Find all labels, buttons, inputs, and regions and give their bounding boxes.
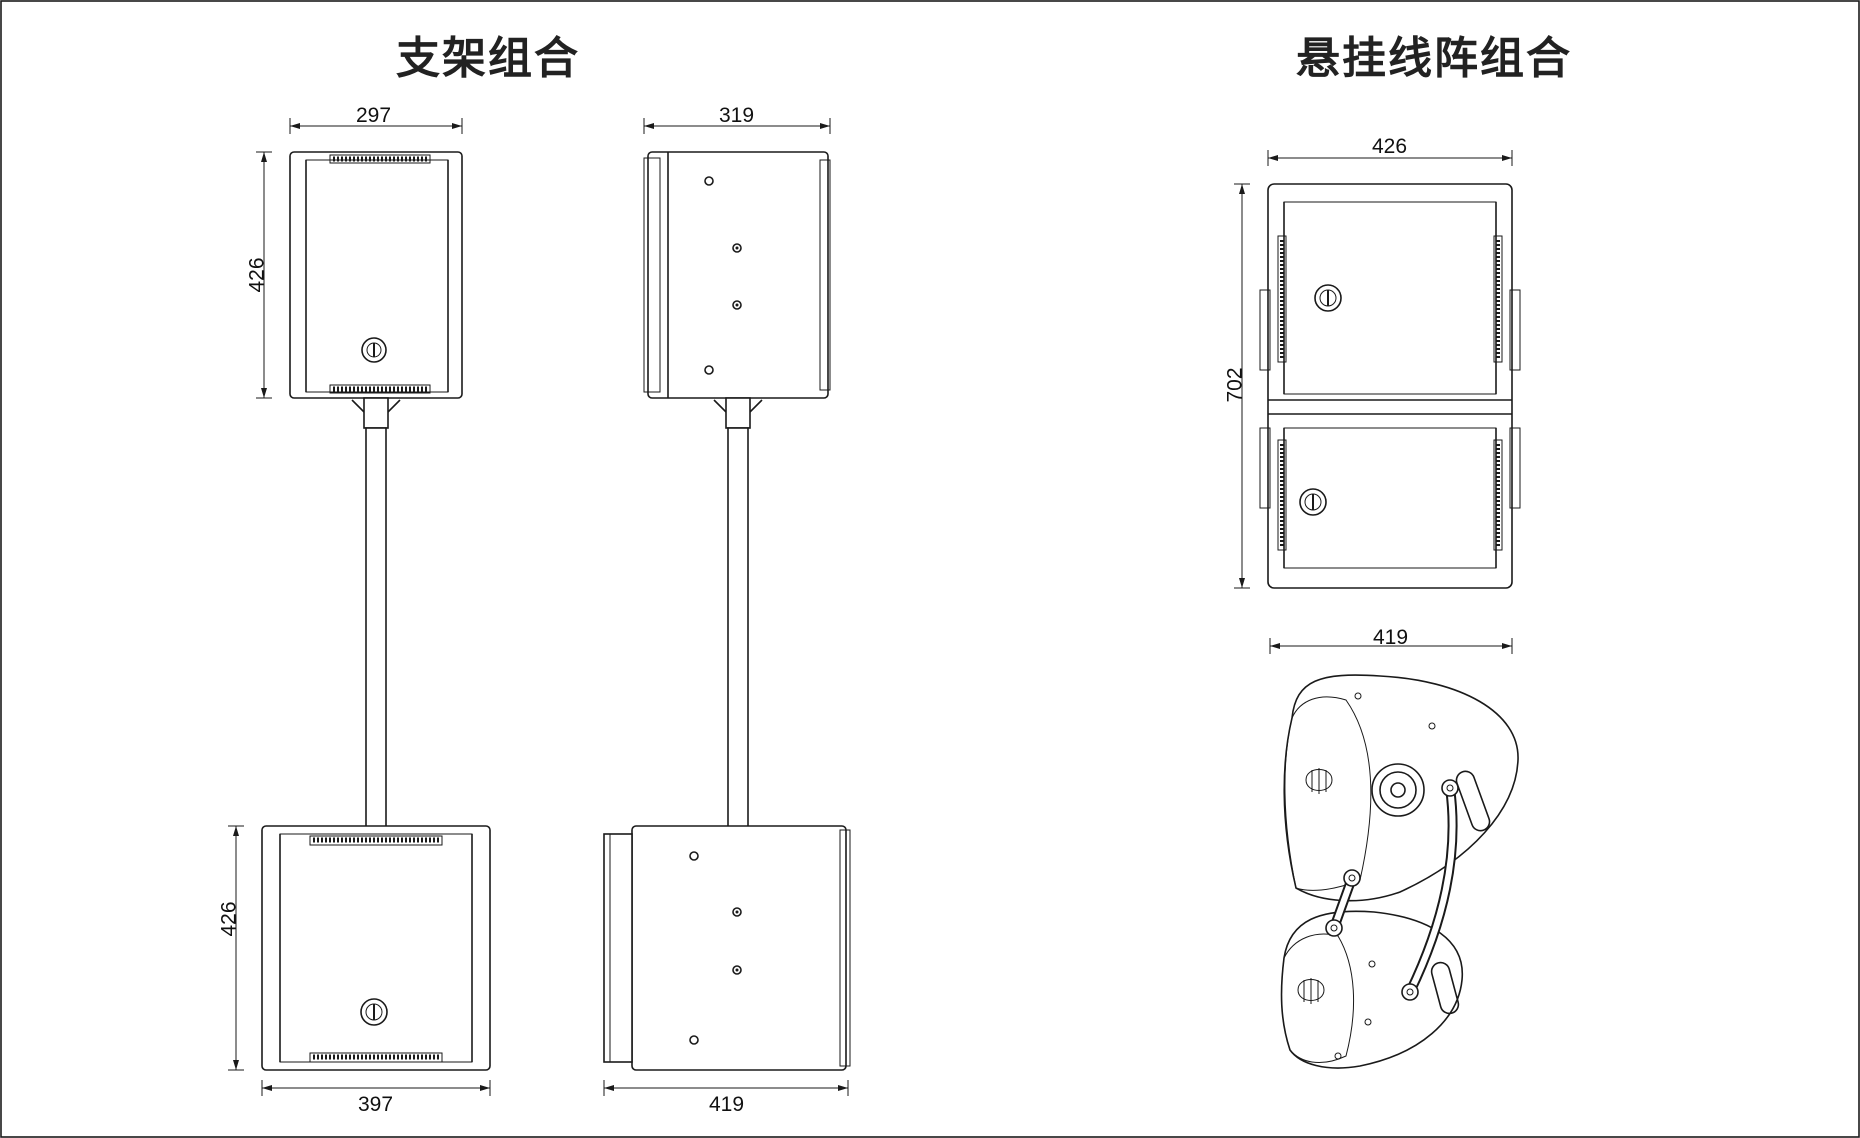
dim-array-height xyxy=(1234,183,1250,589)
label-side-sub-depth: 419 xyxy=(709,1093,745,1116)
dim-front-top-width xyxy=(289,118,463,134)
array-front-view xyxy=(1259,183,1521,589)
dim-front-sub-height xyxy=(228,825,244,1071)
dim-front-top-height xyxy=(256,151,272,399)
dim-side-top-depth xyxy=(643,118,831,134)
label-array-width: 426 xyxy=(1372,135,1408,158)
dim-array-width xyxy=(1267,150,1513,166)
side-stand-pole xyxy=(713,397,763,829)
label-array-height: 702 xyxy=(1223,367,1247,403)
dim-array-side-depth xyxy=(1269,638,1513,654)
label-stand-sub-width: 397 xyxy=(358,1093,394,1116)
side-subwoofer xyxy=(603,825,851,1071)
lyre-logo-icon xyxy=(360,998,388,1026)
label-stand-sub-height: 426 xyxy=(217,901,241,937)
title-stand-combo: 支架组合 xyxy=(396,33,580,84)
dim-front-sub-width xyxy=(261,1080,491,1096)
front-subwoofer xyxy=(261,825,491,1071)
label-stand-top-height: 426 xyxy=(245,257,269,293)
array-side-view xyxy=(1280,674,1519,1069)
dim-side-sub-depth xyxy=(603,1080,849,1096)
lyre-logo-icon xyxy=(361,337,387,363)
lyre-logo-icon xyxy=(1297,978,1325,1004)
front-top-speaker xyxy=(289,151,463,399)
front-stand-pole xyxy=(351,397,401,829)
title-hanging-array-combo: 悬挂线阵组合 xyxy=(1296,33,1572,84)
lyre-logo-icon xyxy=(1299,488,1327,516)
label-stand-top-width: 297 xyxy=(356,104,392,127)
lyre-logo-icon xyxy=(1314,284,1342,312)
label-side-top-depth: 319 xyxy=(719,104,755,127)
label-array-side-depth: 419 xyxy=(1373,626,1409,649)
side-top-speaker xyxy=(643,151,831,399)
lyre-logo-icon xyxy=(1305,768,1333,794)
